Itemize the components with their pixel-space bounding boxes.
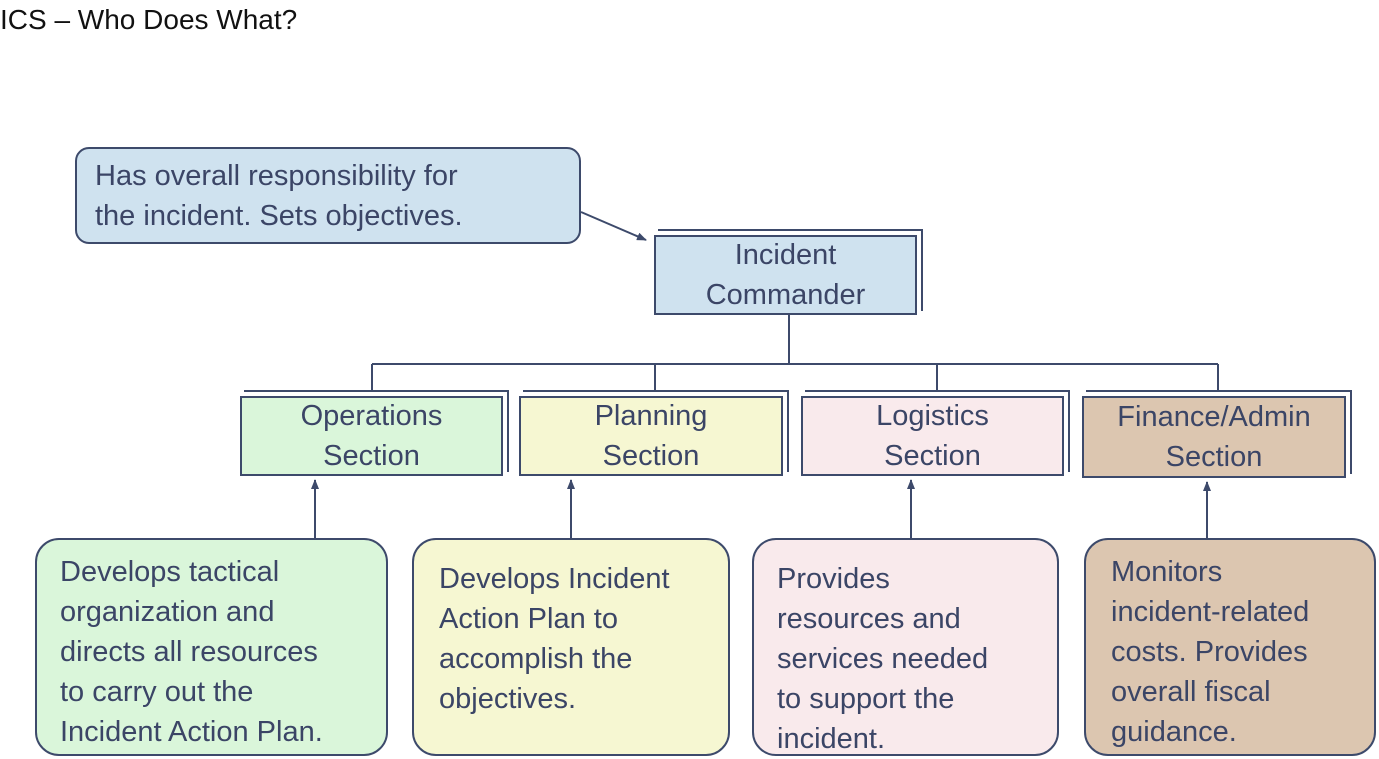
box-label-line: Section: [323, 440, 420, 472]
box-label-line: Section: [884, 440, 981, 472]
note-line: Provides: [777, 563, 890, 595]
note-line: services needed: [777, 643, 989, 675]
note-line: Action Plan to: [439, 603, 618, 635]
box-label-line: Operations: [300, 400, 443, 432]
note-line: the incident. Sets objectives.: [95, 200, 463, 232]
note-line: accomplish the: [439, 643, 633, 675]
incident-commander-box: Incident Commander: [654, 235, 917, 315]
planning-description-note: Develops Incident Action Plan to accompl…: [412, 538, 730, 756]
operations-description-note: Develops tactical organization and direc…: [35, 538, 388, 756]
box-label-line: Finance/Admin: [1117, 401, 1311, 433]
finance-admin-description-note: Monitors incident-related costs. Provide…: [1084, 538, 1376, 756]
note-line: organization and: [60, 596, 275, 628]
note-line: Develops tactical: [60, 556, 280, 588]
arrow-commander-note: [580, 211, 647, 241]
note-line: to support the: [777, 683, 955, 715]
planning-section-box: Planning Section: [519, 396, 783, 476]
commander-description-note: Has overall responsibility for the incid…: [75, 147, 581, 244]
operations-section-box: Operations Section: [240, 396, 503, 476]
logistics-section-box: Logistics Section: [801, 396, 1064, 476]
page-title: ICS – Who Does What?: [0, 4, 298, 35]
box-label-line: Section: [602, 440, 700, 472]
note-line: Has overall responsibility for: [95, 160, 458, 192]
logistics-description-note: Provides resources and services needed t…: [752, 538, 1059, 756]
box-label-line: Commander: [705, 279, 866, 311]
note-line: incident.: [777, 723, 886, 755]
finance-admin-section-box: Finance/Admin Section: [1082, 396, 1346, 478]
note-line: incident-related: [1111, 596, 1310, 628]
box-label-line: Planning: [594, 400, 708, 432]
note-line: overall fiscal: [1111, 676, 1271, 708]
note-line: objectives.: [439, 683, 577, 715]
note-line: guidance.: [1111, 716, 1237, 748]
note-line: Develops Incident: [439, 563, 670, 595]
note-line: Incident Action Plan.: [60, 716, 323, 748]
box-label-line: Logistics: [876, 400, 989, 432]
box-label-line: Incident: [734, 239, 837, 271]
note-line: Monitors: [1111, 556, 1223, 588]
note-line: costs. Provides: [1111, 636, 1308, 668]
box-label-line: Section: [1165, 441, 1263, 473]
note-line: to carry out the: [60, 676, 254, 708]
note-line: directs all resources: [60, 636, 318, 668]
note-line: resources and: [777, 603, 961, 635]
